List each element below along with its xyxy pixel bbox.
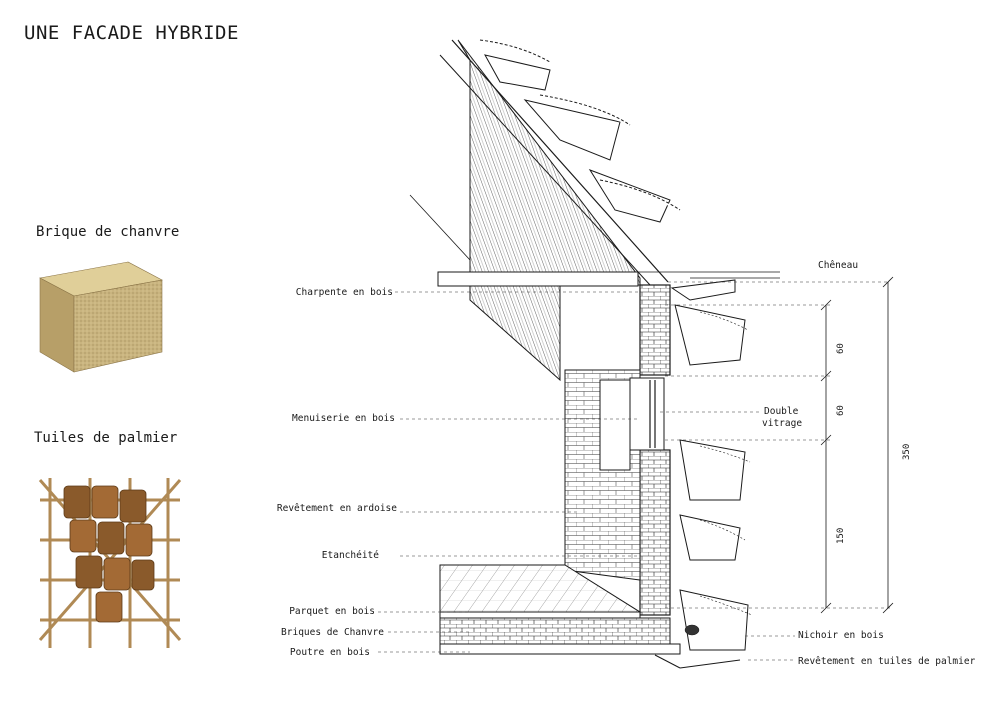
label-double-vitrage-1: Double	[764, 406, 799, 417]
label-cheneau: Chêneau	[818, 260, 859, 271]
label-parquet: Parquet en bois	[289, 606, 375, 617]
label-double-vitrage-2: vitrage	[762, 418, 803, 429]
dimension-150: 150	[836, 527, 846, 544]
label-menuiserie: Menuiserie en bois	[292, 413, 395, 424]
hemp-brick-image	[39, 261, 163, 373]
palm-tiles-image	[38, 478, 182, 648]
label-etancheite: Etanchéité	[321, 550, 379, 561]
leader-lines	[378, 281, 890, 661]
page-title: UNE FACADE HYBRIDE	[24, 22, 239, 44]
label-revetement-tuiles: Revêtement en tuiles de palmier	[798, 656, 976, 667]
label-briques: Briques de Chanvre	[281, 627, 384, 638]
label-nichoir: Nichoir en bois	[798, 630, 884, 641]
label-charpente: Charpente en bois	[295, 287, 393, 298]
label-revetement-ardoise: Revêtement en ardoise	[276, 503, 397, 514]
facade-section	[409, 39, 780, 669]
dimension-60-top: 60	[836, 343, 846, 354]
label-poutre: Poutre en bois	[289, 647, 370, 658]
palm-tiles-label: Tuiles de palmier	[34, 430, 178, 446]
hemp-brick-label: Brique de chanvre	[36, 224, 180, 240]
dimension-60-middle: 60	[836, 405, 846, 416]
dimension-350: 350	[902, 443, 912, 460]
dimension-lines	[820, 276, 894, 614]
